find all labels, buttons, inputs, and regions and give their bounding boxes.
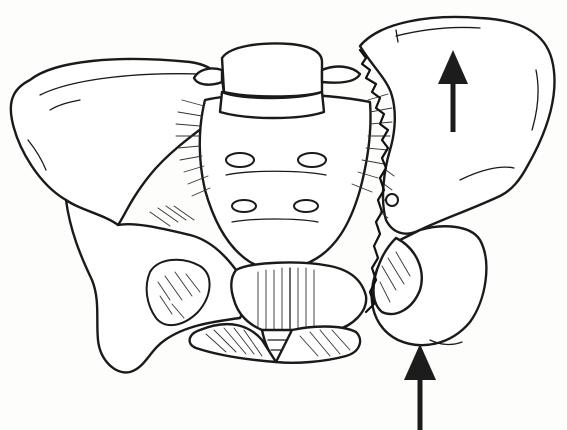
sacral-foramen-2 — [298, 153, 326, 167]
right-ischium-displaced — [372, 226, 487, 345]
pubic-region — [231, 263, 366, 335]
sacral-foramen-4 — [294, 200, 318, 212]
sacral-foramen-3 — [232, 200, 256, 212]
displacement-arrow-lower — [404, 344, 436, 430]
sacral-foramen-1 — [226, 153, 254, 167]
fracture-fragment — [386, 194, 398, 206]
